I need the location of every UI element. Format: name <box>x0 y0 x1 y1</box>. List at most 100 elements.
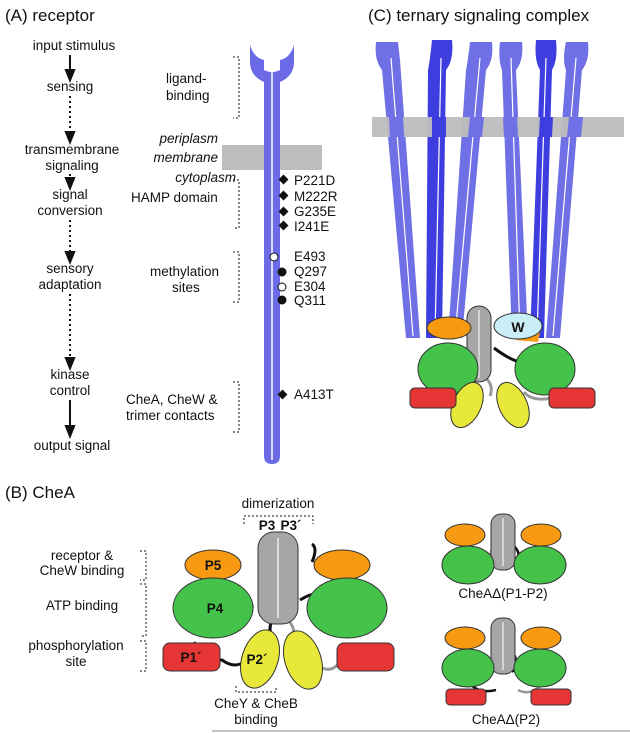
flow-sensory-label: sensory <box>46 261 94 276</box>
diamond-marker <box>278 220 289 231</box>
flow-adaptation-label: adaptation <box>38 277 101 292</box>
p1-prime-label: P1´ <box>180 650 201 665</box>
panel-b-title: (B) CheA <box>5 483 76 502</box>
receptor-dimer <box>530 40 557 338</box>
p2-domain-c <box>496 381 530 429</box>
flow-kinase-label: kinase <box>50 367 89 382</box>
p4-domain <box>441 545 495 585</box>
receptor-array <box>375 40 589 338</box>
receptor-trimer-right <box>499 40 589 338</box>
flow-input-label: input stimulus <box>33 38 116 53</box>
flow-conversion-label: conversion <box>37 203 102 218</box>
receptor-dimer <box>375 42 420 338</box>
mutation-markers <box>277 174 289 400</box>
p4-domain <box>172 577 254 639</box>
chea-structure: P5 P4 P2´ P1´ <box>162 531 395 690</box>
mutation-label: A413T <box>294 387 334 402</box>
methylation-markers <box>269 252 287 305</box>
membrane-bar-c <box>372 117 624 137</box>
p4-domain <box>513 648 567 688</box>
bracket-contacts <box>233 381 240 433</box>
diamond-marker <box>278 206 289 217</box>
methyl-site-label: Q297 <box>294 264 327 279</box>
function-brackets <box>140 550 277 693</box>
p4-label: P4 <box>207 601 224 616</box>
chea-variant-p2 <box>441 617 572 706</box>
flow-sensing-label: sensing <box>47 79 94 94</box>
p2-domain <box>240 629 280 689</box>
signaling-core: W <box>409 305 596 429</box>
mutation-label: I241E <box>294 219 329 234</box>
variant-label: CheAΔ(P2) <box>472 712 540 727</box>
chea-variant-p1p2 <box>441 513 567 585</box>
p3-label: P3 <box>259 518 276 533</box>
p4-domain-c <box>514 342 576 396</box>
p2-domain <box>283 630 323 690</box>
p4-domain <box>513 545 567 585</box>
bracket-ligand <box>233 56 240 119</box>
p5-label: P5 <box>205 558 222 573</box>
flow-signaling-label: signaling <box>45 158 98 173</box>
chey-cheb-label-2: binding <box>234 712 278 727</box>
panel-c-title: (C) ternary signaling complex <box>368 6 590 25</box>
receptor-dimer <box>426 40 453 338</box>
panel-a-title: (A) receptor <box>5 6 95 25</box>
membrane-label: membrane <box>153 150 218 165</box>
receptor-trimer-left <box>375 40 493 338</box>
contacts-label-1: CheA, CheW & <box>126 392 218 407</box>
methylation-label-1: methylation <box>150 264 219 279</box>
receptor-dimer <box>499 42 528 338</box>
flow-output-label: output signal <box>34 438 111 453</box>
receptor-binding-label-2: CheW binding <box>40 563 125 578</box>
dimerization-bracket <box>243 515 314 524</box>
methyl-site-label: E493 <box>294 249 326 264</box>
atp-binding-label: ATP binding <box>46 598 118 613</box>
mutation-label: M222R <box>294 189 338 204</box>
flow-control-label: control <box>50 383 91 398</box>
methyl-site-label: E304 <box>294 279 326 294</box>
p1-domain <box>445 688 487 706</box>
phosphorylation-label-1: phosphorylation <box>28 638 123 653</box>
cytoplasm-label: cytoplasm <box>175 170 236 185</box>
p1-domain <box>336 642 395 672</box>
hamp-label: HAMP domain <box>131 190 218 205</box>
p1-domain-c <box>409 387 457 409</box>
mutation-label: P221D <box>294 173 336 188</box>
variant-label: CheAΔ(P1-P2) <box>458 586 547 601</box>
phosphorylation-label-2: site <box>65 654 86 669</box>
receptor-binding-label-1: receptor & <box>51 548 113 563</box>
p5-domain-c <box>426 316 472 340</box>
open-circle-marker <box>269 252 279 262</box>
open-circle-marker <box>277 282 287 292</box>
p5-domain <box>444 626 486 650</box>
chew-c <box>493 312 543 340</box>
p5-domain <box>520 626 562 650</box>
periplasm-label: periplasm <box>158 131 218 146</box>
receptor-dimer <box>546 42 589 338</box>
signal-flow: input stimulus sensing transmembrane sig… <box>25 38 120 453</box>
p4-domain <box>441 648 495 688</box>
p5-domain <box>313 549 371 581</box>
methylation-label-2: sites <box>172 280 200 295</box>
flow-transmembrane-label: transmembrane <box>25 142 120 157</box>
chey-cheb-label-1: CheY & CheB <box>214 696 298 711</box>
dimerization-label: dimerization <box>242 496 315 511</box>
diamond-marker <box>277 389 288 400</box>
region-brackets <box>233 56 240 433</box>
filled-circle-marker <box>277 267 287 277</box>
diamond-marker <box>278 174 289 185</box>
p3-prime-label: P3´ <box>280 518 301 533</box>
p4-domain <box>306 577 388 639</box>
flow-signal-label: signal <box>52 187 87 202</box>
p5-domain <box>520 523 562 547</box>
diamond-marker <box>278 190 289 201</box>
p5-domain <box>444 523 486 547</box>
ligand-label-1: ligand- <box>166 71 207 86</box>
methyl-site-label: Q311 <box>294 293 326 308</box>
p1-domain <box>162 642 221 672</box>
contacts-label-2: trimer contacts <box>126 408 215 423</box>
mutation-label: G235E <box>294 204 336 219</box>
filled-circle-marker <box>277 295 287 305</box>
bracket-methylation <box>233 251 240 303</box>
